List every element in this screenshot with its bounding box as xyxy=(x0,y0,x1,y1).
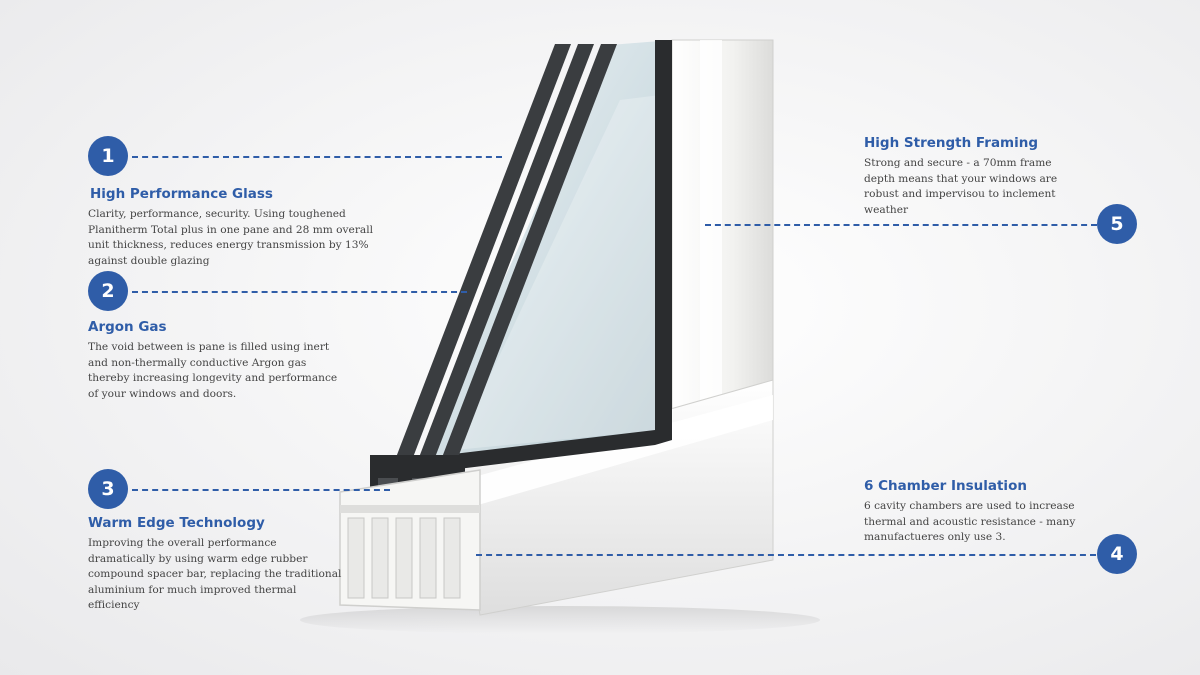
feature-6-chamber-insulation: 6 Chamber Insulation 6 cavity chambers a… xyxy=(864,478,1079,546)
feature-argon-gas: Argon Gas The void between is pane is fi… xyxy=(88,319,338,402)
feature-title: 6 Chamber Insulation xyxy=(864,478,1027,494)
feature-title: Argon Gas xyxy=(88,319,167,335)
badge-2: 2 xyxy=(88,271,128,311)
feature-high-performance-glass: High Performance Glass Clarity, performa… xyxy=(88,186,388,269)
feature-high-strength-framing: High Strength Framing Strong and secure … xyxy=(864,135,1079,218)
feature-description: 6 cavity chambers are used to increase t… xyxy=(864,500,1076,543)
leader-line-4 xyxy=(476,554,1096,556)
feature-description: Strong and secure - a 70mm frame depth m… xyxy=(864,157,1058,216)
feature-description: The void between is pane is filled using… xyxy=(88,341,338,400)
badge-3: 3 xyxy=(88,469,128,509)
feature-title: High Performance Glass xyxy=(90,186,273,202)
feature-title: Warm Edge Technology xyxy=(88,515,265,531)
badge-1: 1 xyxy=(88,136,128,176)
feature-warm-edge-technology: Warm Edge Technology Improving the overa… xyxy=(88,515,343,614)
inner-gasket xyxy=(655,40,672,445)
badge-5: 5 xyxy=(1097,204,1137,244)
feature-description: Improving the overall performance dramat… xyxy=(88,537,342,611)
glass-edge-2 xyxy=(418,44,594,460)
leader-line-2 xyxy=(132,291,467,293)
glass-edge-3 xyxy=(441,44,617,460)
leader-line-1 xyxy=(132,156,502,158)
feature-title: High Strength Framing xyxy=(864,135,1039,151)
leader-line-5 xyxy=(705,224,1097,226)
glass-edge-1 xyxy=(395,44,571,460)
floor-shadow xyxy=(300,606,820,634)
leader-line-3 xyxy=(132,489,390,491)
badge-4: 4 xyxy=(1097,534,1137,574)
feature-description: Clarity, performance, security. Using to… xyxy=(88,208,373,267)
chamber-profile xyxy=(339,469,481,611)
